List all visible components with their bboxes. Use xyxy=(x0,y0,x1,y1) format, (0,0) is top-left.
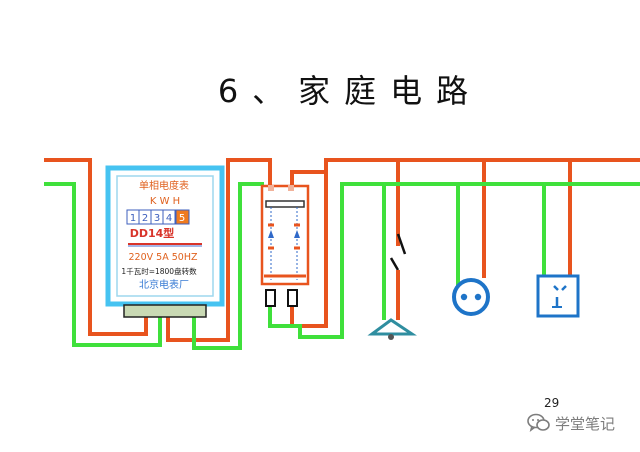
meter-terminal-block xyxy=(123,304,207,318)
two-pin-socket xyxy=(452,278,490,316)
wechat-icon xyxy=(527,413,550,432)
page-title: 6、家庭电路 xyxy=(217,72,483,110)
meter-header: 单相电度表 xyxy=(139,179,189,192)
meter-digits: 1 2 3 4 5 xyxy=(126,209,190,225)
three-pin-socket xyxy=(536,274,580,318)
meter-unit: K W H xyxy=(150,196,180,207)
page-number: 29 xyxy=(544,396,560,410)
watermark-text: 学堂笔记 xyxy=(555,414,616,433)
main-switch-fuse xyxy=(260,184,310,307)
meter-rating: 220V 5A 50HZ xyxy=(129,252,198,263)
meter-digit: 3 xyxy=(154,213,160,224)
meter-maker: 北京电表厂 xyxy=(139,278,189,291)
light-switch xyxy=(389,233,407,320)
meter-digit: 5 xyxy=(179,213,185,224)
meter-digit: 4 xyxy=(166,213,172,224)
fuse xyxy=(265,289,276,307)
meter-digit: 2 xyxy=(142,213,148,224)
meter-digit: 1 xyxy=(130,213,136,224)
meter-model: DD14型 xyxy=(130,226,175,240)
meter-spec: 1千瓦时=1800盘转数 xyxy=(121,266,197,276)
ceiling-lamp xyxy=(367,318,417,340)
watermark: 学堂笔记 xyxy=(527,412,615,434)
neutral-wire xyxy=(44,182,640,350)
fuse xyxy=(287,289,298,307)
live-wire xyxy=(44,158,640,342)
energy-meter: 单相电度表 K W H 1 2 3 4 5 DD14型 220V 5A 50HZ… xyxy=(105,165,225,318)
